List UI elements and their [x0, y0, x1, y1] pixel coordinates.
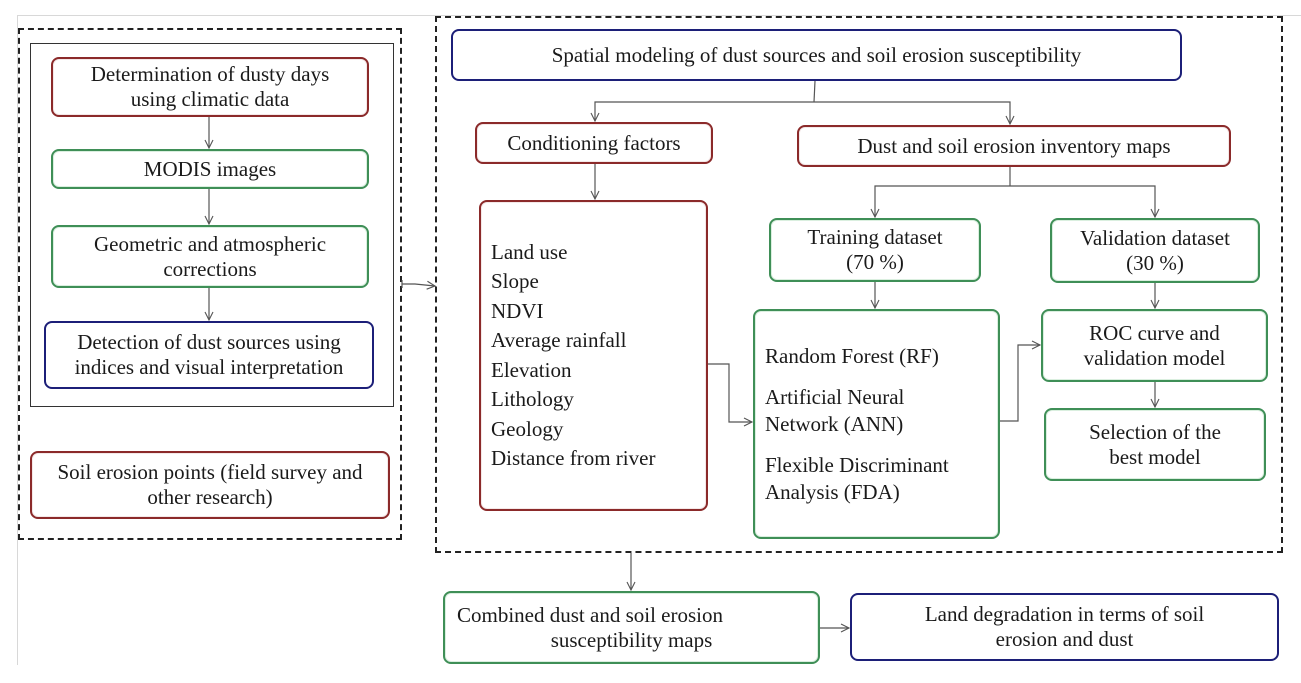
remote-sensing-group: [30, 43, 394, 407]
corrections-box[interactable]: Geometric and atmospheric corrections: [51, 225, 369, 288]
modis-label: MODIS images: [143, 156, 277, 181]
data-acquisition-group: [18, 28, 402, 540]
conditioning-label: Conditioning factors: [507, 130, 681, 155]
factor-item: Slope: [491, 269, 539, 293]
land-degradation-line1: Land degradation in terms of soil: [924, 602, 1205, 626]
spatial-modeling-title-box[interactable]: Spatial modeling of dust sources and soi…: [451, 29, 1182, 81]
corrections-line2: corrections: [163, 256, 257, 281]
dusty-days-line2: using climatic data: [130, 87, 290, 111]
dust-detection-box[interactable]: Detection of dust sources using indices …: [44, 321, 374, 389]
roc-line1: ROC curve and: [1089, 320, 1220, 345]
factor-item: Distance from river: [491, 446, 656, 470]
factor-item: Land use: [491, 239, 568, 264]
land-degradation-line2: erosion and dust: [995, 627, 1134, 651]
best-model-box[interactable]: Selection of the best model: [1044, 408, 1266, 481]
validation-line1: Validation dataset: [1080, 225, 1230, 250]
detection-line2: indices and visual interpretation: [74, 355, 344, 379]
inventory-label: Dust and soil erosion inventory maps: [857, 133, 1171, 158]
best-model-line2: best model: [1109, 444, 1201, 469]
training-dataset-box[interactable]: Training dataset (70 %): [769, 218, 981, 282]
training-line1: Training dataset: [807, 225, 943, 249]
best-model-line1: Selection of the: [1089, 419, 1221, 444]
combined-line1: Combined dust and soil erosion: [457, 602, 723, 627]
models-box[interactable]: Random Forest (RF) Artificial Neural Net…: [753, 309, 1000, 539]
model-ann-line2: Network (ANN): [765, 411, 904, 436]
dusty-days-line1: Determination of dusty days: [90, 62, 330, 86]
land-degradation-box[interactable]: Land degradation in terms of soil erosio…: [850, 593, 1279, 661]
soil-erosion-points-box[interactable]: Soil erosion points (field survey and ot…: [30, 451, 390, 519]
model-fda-line1: Flexible Discriminant: [765, 452, 949, 477]
model-rf: Random Forest (RF): [765, 343, 939, 368]
soil-points-line1: Soil erosion points (field survey and: [57, 460, 363, 484]
model-fda-line2: Analysis (FDA): [765, 479, 900, 504]
dusty-days-box[interactable]: Determination of dusty days using climat…: [51, 57, 369, 117]
factor-item: Elevation: [491, 357, 572, 382]
frame-top-edge: [17, 15, 1301, 16]
frame-left-edge: [17, 15, 18, 665]
combined-susceptibility-box[interactable]: Combined dust and soil erosion susceptib…: [443, 591, 820, 664]
roc-line2: validation model: [1083, 345, 1226, 370]
factor-item: Average rainfall: [491, 328, 627, 352]
combined-line2: susceptibility maps: [550, 627, 713, 652]
model-ann-line1: Artificial Neural: [765, 384, 905, 409]
factor-item: NDVI: [491, 298, 544, 323]
validation-line2: (30 %): [1126, 250, 1184, 275]
soil-points-line2: other research): [147, 485, 273, 509]
factors-list-box[interactable]: Land use Slope NDVI Average rainfall Ele…: [479, 200, 708, 511]
detection-line1: Detection of dust sources using: [77, 330, 341, 354]
corrections-line1: Geometric and atmospheric: [93, 231, 327, 256]
conditioning-factors-box[interactable]: Conditioning factors: [475, 122, 713, 164]
factor-item: Lithology: [491, 387, 574, 411]
validation-dataset-box[interactable]: Validation dataset (30 %): [1050, 218, 1260, 283]
training-line2: (70 %): [846, 250, 904, 274]
spatial-modeling-title: Spatial modeling of dust sources and soi…: [551, 42, 1082, 67]
factor-item: Geology: [491, 416, 564, 441]
arrow-left-to-right-group: [402, 284, 435, 286]
modis-images-box[interactable]: MODIS images: [51, 149, 369, 189]
roc-curve-box[interactable]: ROC curve and validation model: [1041, 309, 1268, 382]
inventory-maps-box[interactable]: Dust and soil erosion inventory maps: [797, 125, 1231, 167]
